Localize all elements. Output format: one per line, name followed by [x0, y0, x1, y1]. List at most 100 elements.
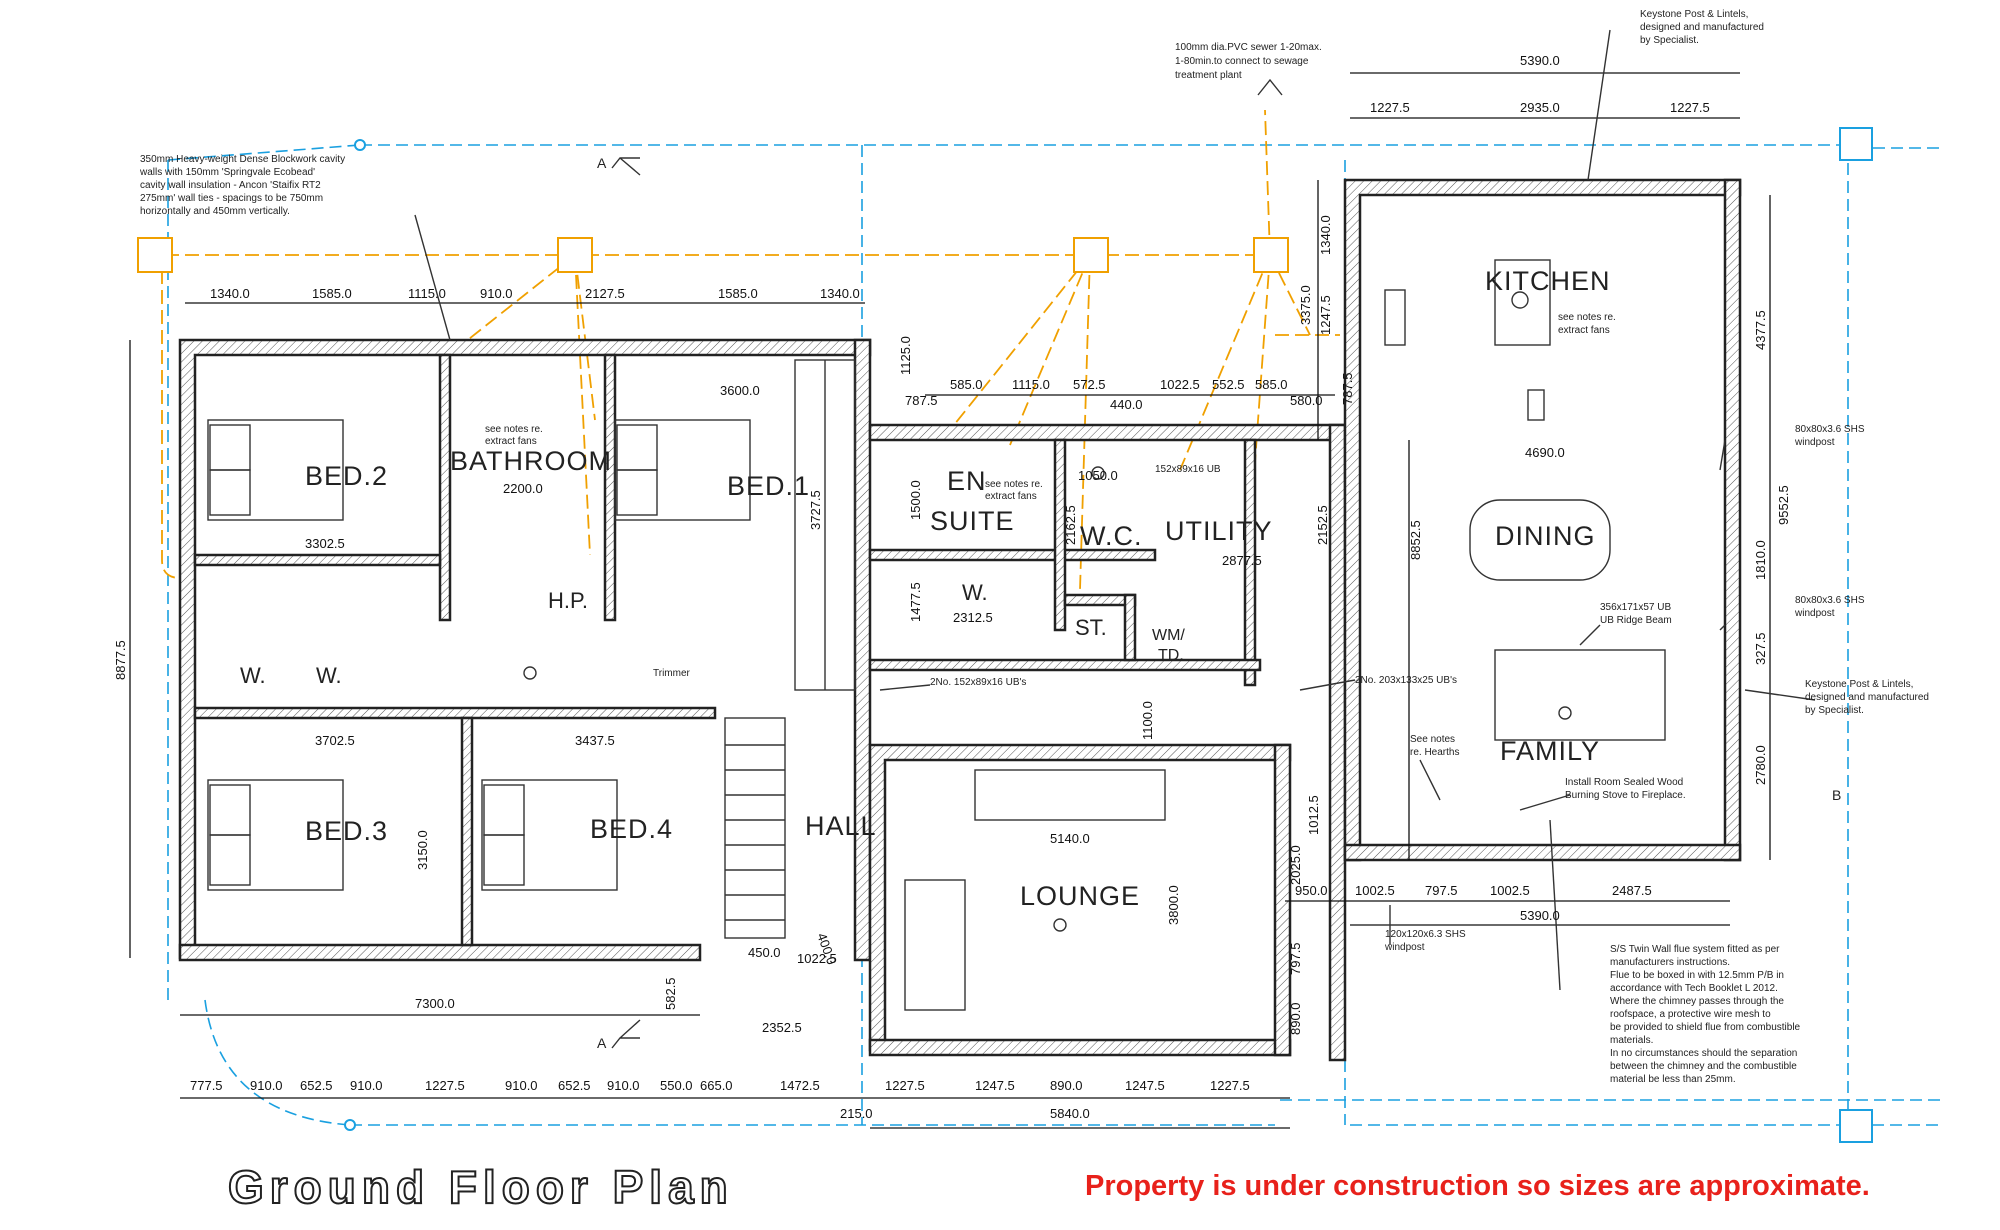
dim-inner-1: 2200.0 — [503, 481, 543, 496]
dim-bottom-0: 777.5 — [190, 1078, 223, 1093]
dim-right-4: 8852.5 — [1408, 520, 1423, 560]
dim-lr-9: 890.0 — [1288, 1002, 1303, 1035]
dim-bottom-11: 1227.5 — [885, 1078, 925, 1093]
room-w-robe2: W. — [316, 663, 342, 688]
dim-inner-2: 3302.5 — [305, 536, 345, 551]
section-marker-a2: A — [597, 1035, 607, 1051]
dim-bottom-4: 1227.5 — [425, 1078, 465, 1093]
dim-top-2: 1115.0 — [408, 286, 446, 301]
dim-bottom-1: 910.0 — [250, 1078, 283, 1093]
note-flue-7: materials. — [1610, 1035, 1653, 1046]
note-flue-0: S/S Twin Wall flue system fitted as per — [1610, 944, 1780, 955]
note-flue-6: be provided to shield flue from combusti… — [1610, 1022, 1801, 1033]
dim-inner-10: 3437.5 — [575, 733, 615, 748]
external-walls — [178, 178, 1742, 1062]
room-bed2: BED.2 — [305, 461, 388, 491]
dim-inner-14: 1100.0 — [1140, 701, 1155, 740]
drawing-title: Ground Floor Plan — [227, 1160, 734, 1214]
dim-inner-3: 1500.0 — [908, 480, 923, 520]
note-keystone-right-2: by Specialist. — [1805, 705, 1864, 716]
dim-right-8: 327.5 — [1753, 632, 1768, 665]
dim-bottom-14: 1247.5 — [1125, 1078, 1165, 1093]
note-hearths-1: re. Hearths — [1410, 747, 1459, 758]
dim-bottom-8: 550.0 — [660, 1078, 693, 1093]
dim-right-1: 3375.0 — [1298, 285, 1313, 325]
dim-inner-8: 2312.5 — [953, 610, 993, 625]
section-marker-b: B — [1832, 787, 1841, 803]
dim-top-3: 910.0 — [480, 286, 513, 301]
dim-bottom-12: 1247.5 — [975, 1078, 1015, 1093]
construction-disclaimer: Property is under construction so sizes … — [1085, 1170, 1870, 1202]
note-sewer-2: treatment plant — [1175, 70, 1242, 81]
dim-inner-0: 3600.0 — [720, 383, 760, 398]
dim-upper-2: 1115.0 — [1012, 377, 1050, 392]
note-sewer-1: 1-80min.to connect to sewage — [1175, 56, 1309, 67]
dim-inner-17: 4690.0 — [1525, 445, 1565, 460]
note-walls-1: walls with 150mm 'Springvale Ecobead' — [139, 167, 315, 178]
note-hearths-0: See notes — [1410, 734, 1455, 745]
note-walls-2: cavity wall insulation - Ancon 'Staifix … — [140, 180, 321, 191]
dim-upper-1: 585.0 — [950, 377, 983, 392]
note-stove-1: Burning Stove to Fireplace. — [1565, 790, 1686, 801]
dim-bottom-total-2: 5840.0 — [1050, 1106, 1090, 1121]
room-labels: BED.2 BATHROOM BED.1 EN SUITE W.C. UTILI… — [240, 266, 1610, 911]
note-flue-8: In no circumstances should the separatio… — [1610, 1048, 1797, 1059]
annotation-notes: 350mm Heavy-weight Dense Blockwork cavit… — [139, 9, 1929, 1085]
note-flue-4: Where the chimney passes through the — [1610, 996, 1784, 1007]
dim-lr-1: 1002.5 — [1355, 883, 1395, 898]
dim-lr-3: 1002.5 — [1490, 883, 1530, 898]
dimension-lines — [129, 72, 1771, 1129]
dim-bottom-7: 910.0 — [607, 1078, 640, 1093]
foundation-grid — [167, 127, 1940, 1143]
note-ub-utility: 152x89x16 UB — [1155, 464, 1221, 475]
dim-inner-18: 2152.5 — [1315, 505, 1330, 545]
dimension-text: 1340.0 1585.0 1115.0 910.0 2127.5 1585.0… — [113, 53, 1791, 1121]
dim-inner-4: 1050.0 — [1078, 468, 1118, 483]
note-keystone-right-0: Keystone Post & Lintels, — [1805, 679, 1913, 690]
room-w-robe1: W. — [240, 663, 266, 688]
note-keystone-top-2: by Specialist. — [1640, 35, 1699, 46]
note-walls-4: horizontally and 450mm vertically. — [140, 206, 290, 217]
note-fans-bath-1: extract fans — [485, 436, 537, 447]
dim-upper-0: 787.5 — [905, 393, 938, 408]
note-ubs-right: 2No. 203x133x25 UB's — [1355, 675, 1457, 686]
dim-bottom-15: 1227.5 — [1210, 1078, 1250, 1093]
dim-lr-0: 950.0 — [1295, 883, 1328, 898]
dim-right-3: 787.5 — [1340, 372, 1355, 405]
dim-top-0: 1340.0 — [210, 286, 250, 301]
section-marker-a: A — [597, 155, 607, 171]
dim-inner-11: 3150.0 — [415, 830, 430, 870]
note-leaders — [414, 29, 1816, 991]
dim-right-9: 2780.0 — [1753, 745, 1768, 785]
room-bed3: BED.3 — [305, 816, 388, 846]
dim-inner-23: 582.5 — [663, 977, 678, 1010]
dim-inner-6: 2877.5 — [1222, 553, 1262, 568]
staircase — [724, 359, 856, 939]
dim-upper-3: 572.5 — [1073, 377, 1106, 392]
dim-lr-8: 797.5 — [1288, 942, 1303, 975]
room-suite: SUITE — [930, 506, 1015, 536]
room-utility: UTILITY — [1165, 516, 1273, 546]
note-fans-bath-0: see notes re. — [485, 424, 543, 435]
note-keystone-right-1: designed and manufactured — [1805, 692, 1929, 703]
dim-kitchen-0: 5390.0 — [1520, 53, 1560, 68]
note-flue-1: manufacturers instructions. — [1610, 957, 1730, 968]
dim-right-2: 1247.5 — [1318, 295, 1333, 335]
dim-right-7: 1810.0 — [1753, 540, 1768, 580]
dim-kitchen-2: 2935.0 — [1520, 100, 1560, 115]
dim-lr-5: 5390.0 — [1520, 908, 1560, 923]
room-w-ensuite: W. — [962, 580, 988, 605]
dim-bottom-5: 910.0 — [505, 1078, 538, 1093]
dim-lr-2: 797.5 — [1425, 883, 1458, 898]
dim-top-1: 1585.0 — [312, 286, 352, 301]
dim-inner-22: 2352.5 — [762, 1020, 802, 1035]
room-bed1: BED.1 — [727, 471, 810, 501]
note-ub-ridge-0: 356x171x57 UB — [1600, 602, 1671, 613]
dim-top-4: 2127.5 — [585, 286, 625, 301]
dim-bottom-total-1: 215.0 — [840, 1106, 873, 1121]
note-fans-kitchen-1: extract fans — [1558, 325, 1610, 336]
note-keystone-top-1: designed and manufactured — [1640, 22, 1764, 33]
dim-top-6: 1340.0 — [820, 286, 860, 301]
furniture — [207, 259, 1666, 1011]
